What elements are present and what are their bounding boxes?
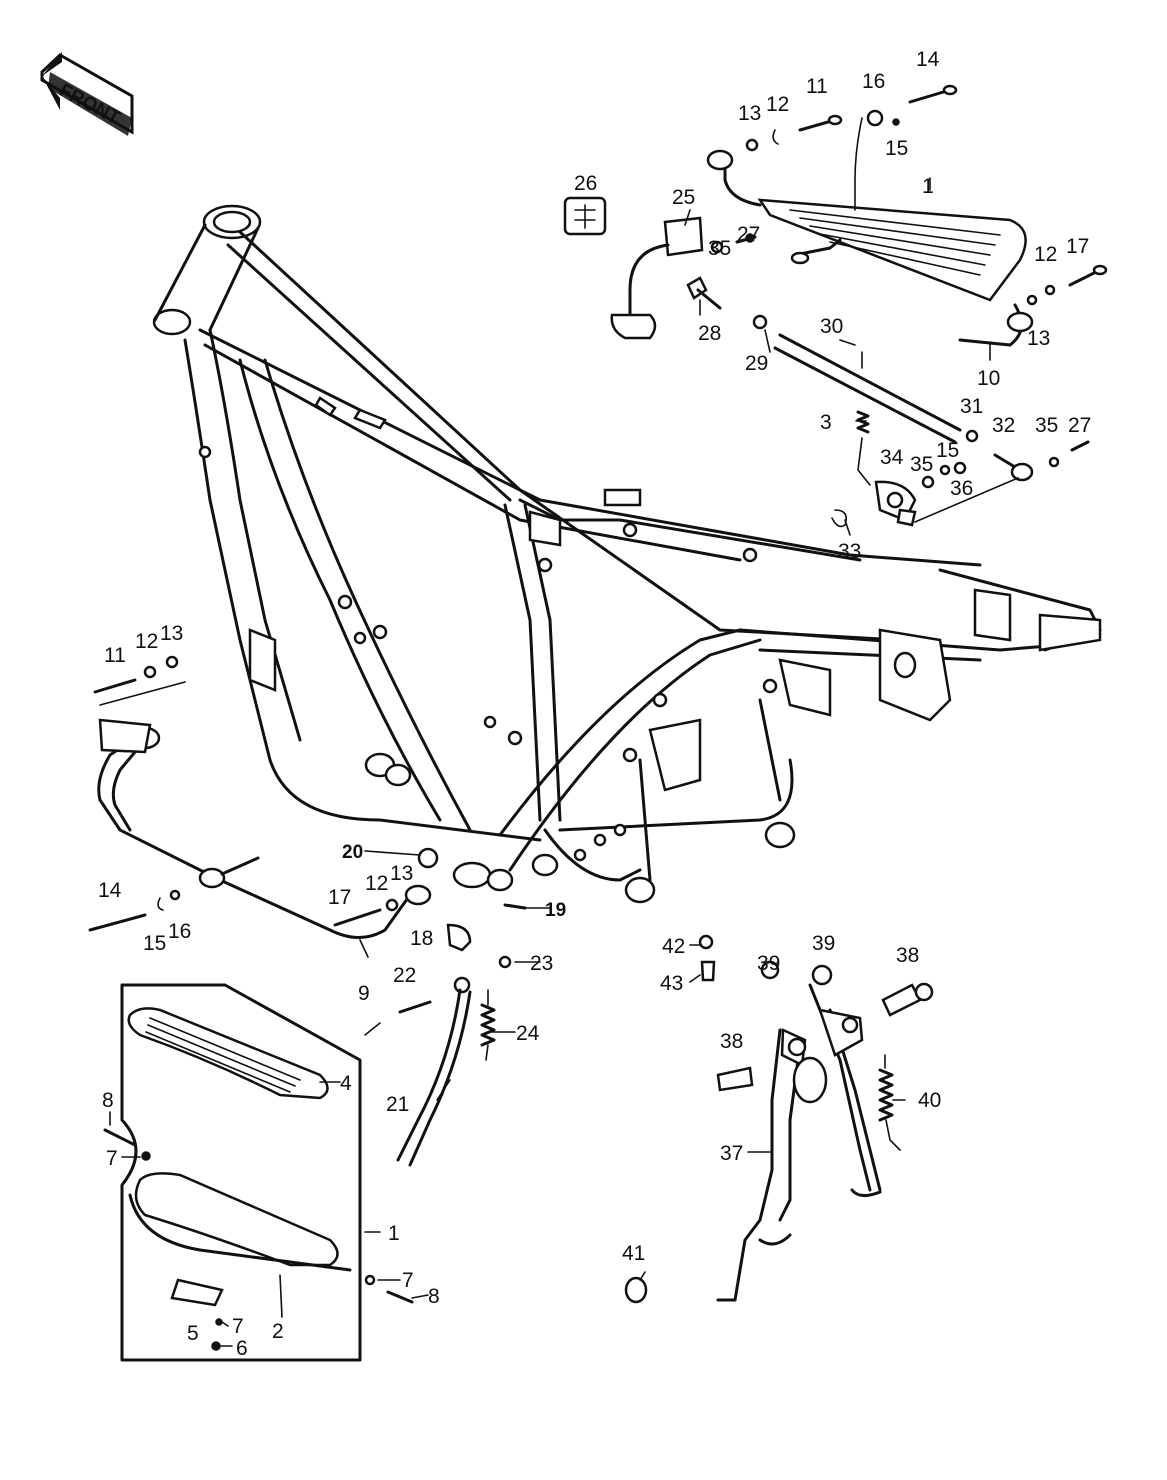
callout-42: 42 — [662, 935, 685, 958]
center-stand-parts — [624, 934, 934, 1304]
callout-27: 27 — [737, 223, 760, 246]
callout-28: 28 — [698, 322, 721, 345]
callout-37: 37 — [720, 1142, 743, 1165]
callout-13: 13 — [738, 102, 761, 125]
rear-footrest-assembly-upper — [706, 149, 1034, 347]
callout-43: 43 — [660, 972, 683, 995]
callout-12: 12 — [135, 630, 158, 653]
callout-16: 16 — [862, 70, 885, 93]
callout-22: 22 — [393, 964, 416, 987]
side-stand-parts — [396, 847, 527, 1167]
callout-40: 40 — [918, 1089, 941, 1112]
callout-15: 15 — [885, 137, 908, 160]
callout-35: 35 — [910, 453, 933, 476]
callout-20: 20 — [342, 842, 363, 863]
callout-13: 13 — [1027, 327, 1050, 350]
callout-7: 7 — [106, 1147, 118, 1170]
callout-4: 4 — [340, 1072, 352, 1095]
callout-7: 7 — [232, 1315, 244, 1338]
callout-5: 5 — [187, 1322, 199, 1345]
callout-35: 35 — [708, 237, 731, 260]
footboard-inset-box — [103, 983, 414, 1362]
callout-12: 12 — [766, 93, 789, 116]
callout-17: 17 — [1066, 235, 1089, 258]
callout-3: 3 — [820, 411, 832, 434]
callout-8: 8 — [102, 1089, 114, 1112]
callout-1: 1 — [388, 1222, 400, 1245]
callout-13: 13 — [390, 862, 413, 885]
callout-14: 14 — [916, 48, 940, 71]
left-footrest-bar — [88, 655, 432, 939]
callout-7: 7 — [402, 1269, 414, 1292]
callout-38: 38 — [720, 1030, 743, 1053]
callout-11: 11 — [806, 75, 828, 98]
callout-29: 29 — [745, 352, 768, 375]
upper-hardware — [745, 84, 1108, 306]
callout-10: 10 — [977, 367, 1000, 390]
callout-9: 9 — [358, 982, 370, 1005]
callout-38: 38 — [896, 944, 919, 967]
callout-34: 34 — [880, 446, 904, 469]
callout-35: 35 — [1035, 414, 1058, 437]
callout-32: 32 — [992, 414, 1015, 437]
callout-23: 23 — [530, 952, 553, 975]
front-direction-arrow-icon: FRONT — [40, 52, 134, 136]
callout-15: 15 — [936, 439, 959, 462]
callout-16: 16 — [168, 920, 191, 943]
callout-30: 30 — [820, 315, 843, 338]
callout-15: 15 — [143, 932, 166, 955]
callout-14: 14 — [98, 879, 122, 902]
callout-31: 31 — [960, 395, 983, 418]
brake-pedal-parts — [563, 196, 962, 444]
leader-lines — [109, 177, 991, 1347]
callout-25: 25 — [672, 186, 695, 209]
callout-1: 1 — [922, 175, 934, 198]
callout-41: 41 — [622, 1242, 645, 1265]
callout-27: 27 — [1068, 414, 1091, 437]
callout-19: 19 — [545, 900, 566, 921]
callout-12: 12 — [1034, 243, 1057, 266]
callout-18: 18 — [410, 927, 433, 950]
callout-26: 26 — [574, 172, 597, 195]
callout-24: 24 — [516, 1022, 540, 1045]
callout-17: 17 — [328, 886, 351, 909]
callout-39: 39 — [812, 932, 835, 955]
callout-36: 36 — [950, 477, 973, 500]
callout-11: 11 — [104, 644, 126, 667]
callout-12: 12 — [365, 872, 388, 895]
callout-13: 13 — [160, 622, 183, 645]
callout-8: 8 — [428, 1285, 440, 1308]
main-frame — [152, 204, 1102, 904]
brake-linkage-parts — [831, 351, 1090, 528]
callout-33: 33 — [838, 540, 861, 563]
callout-39: 39 — [757, 952, 780, 975]
callout-6: 6 — [236, 1337, 248, 1360]
callout-labels: 14 16 11 12 13 15 1 26 25 27 35 12 17 30… — [98, 48, 1091, 1360]
callout-2: 2 — [272, 1320, 284, 1343]
callout-21: 21 — [386, 1093, 409, 1116]
